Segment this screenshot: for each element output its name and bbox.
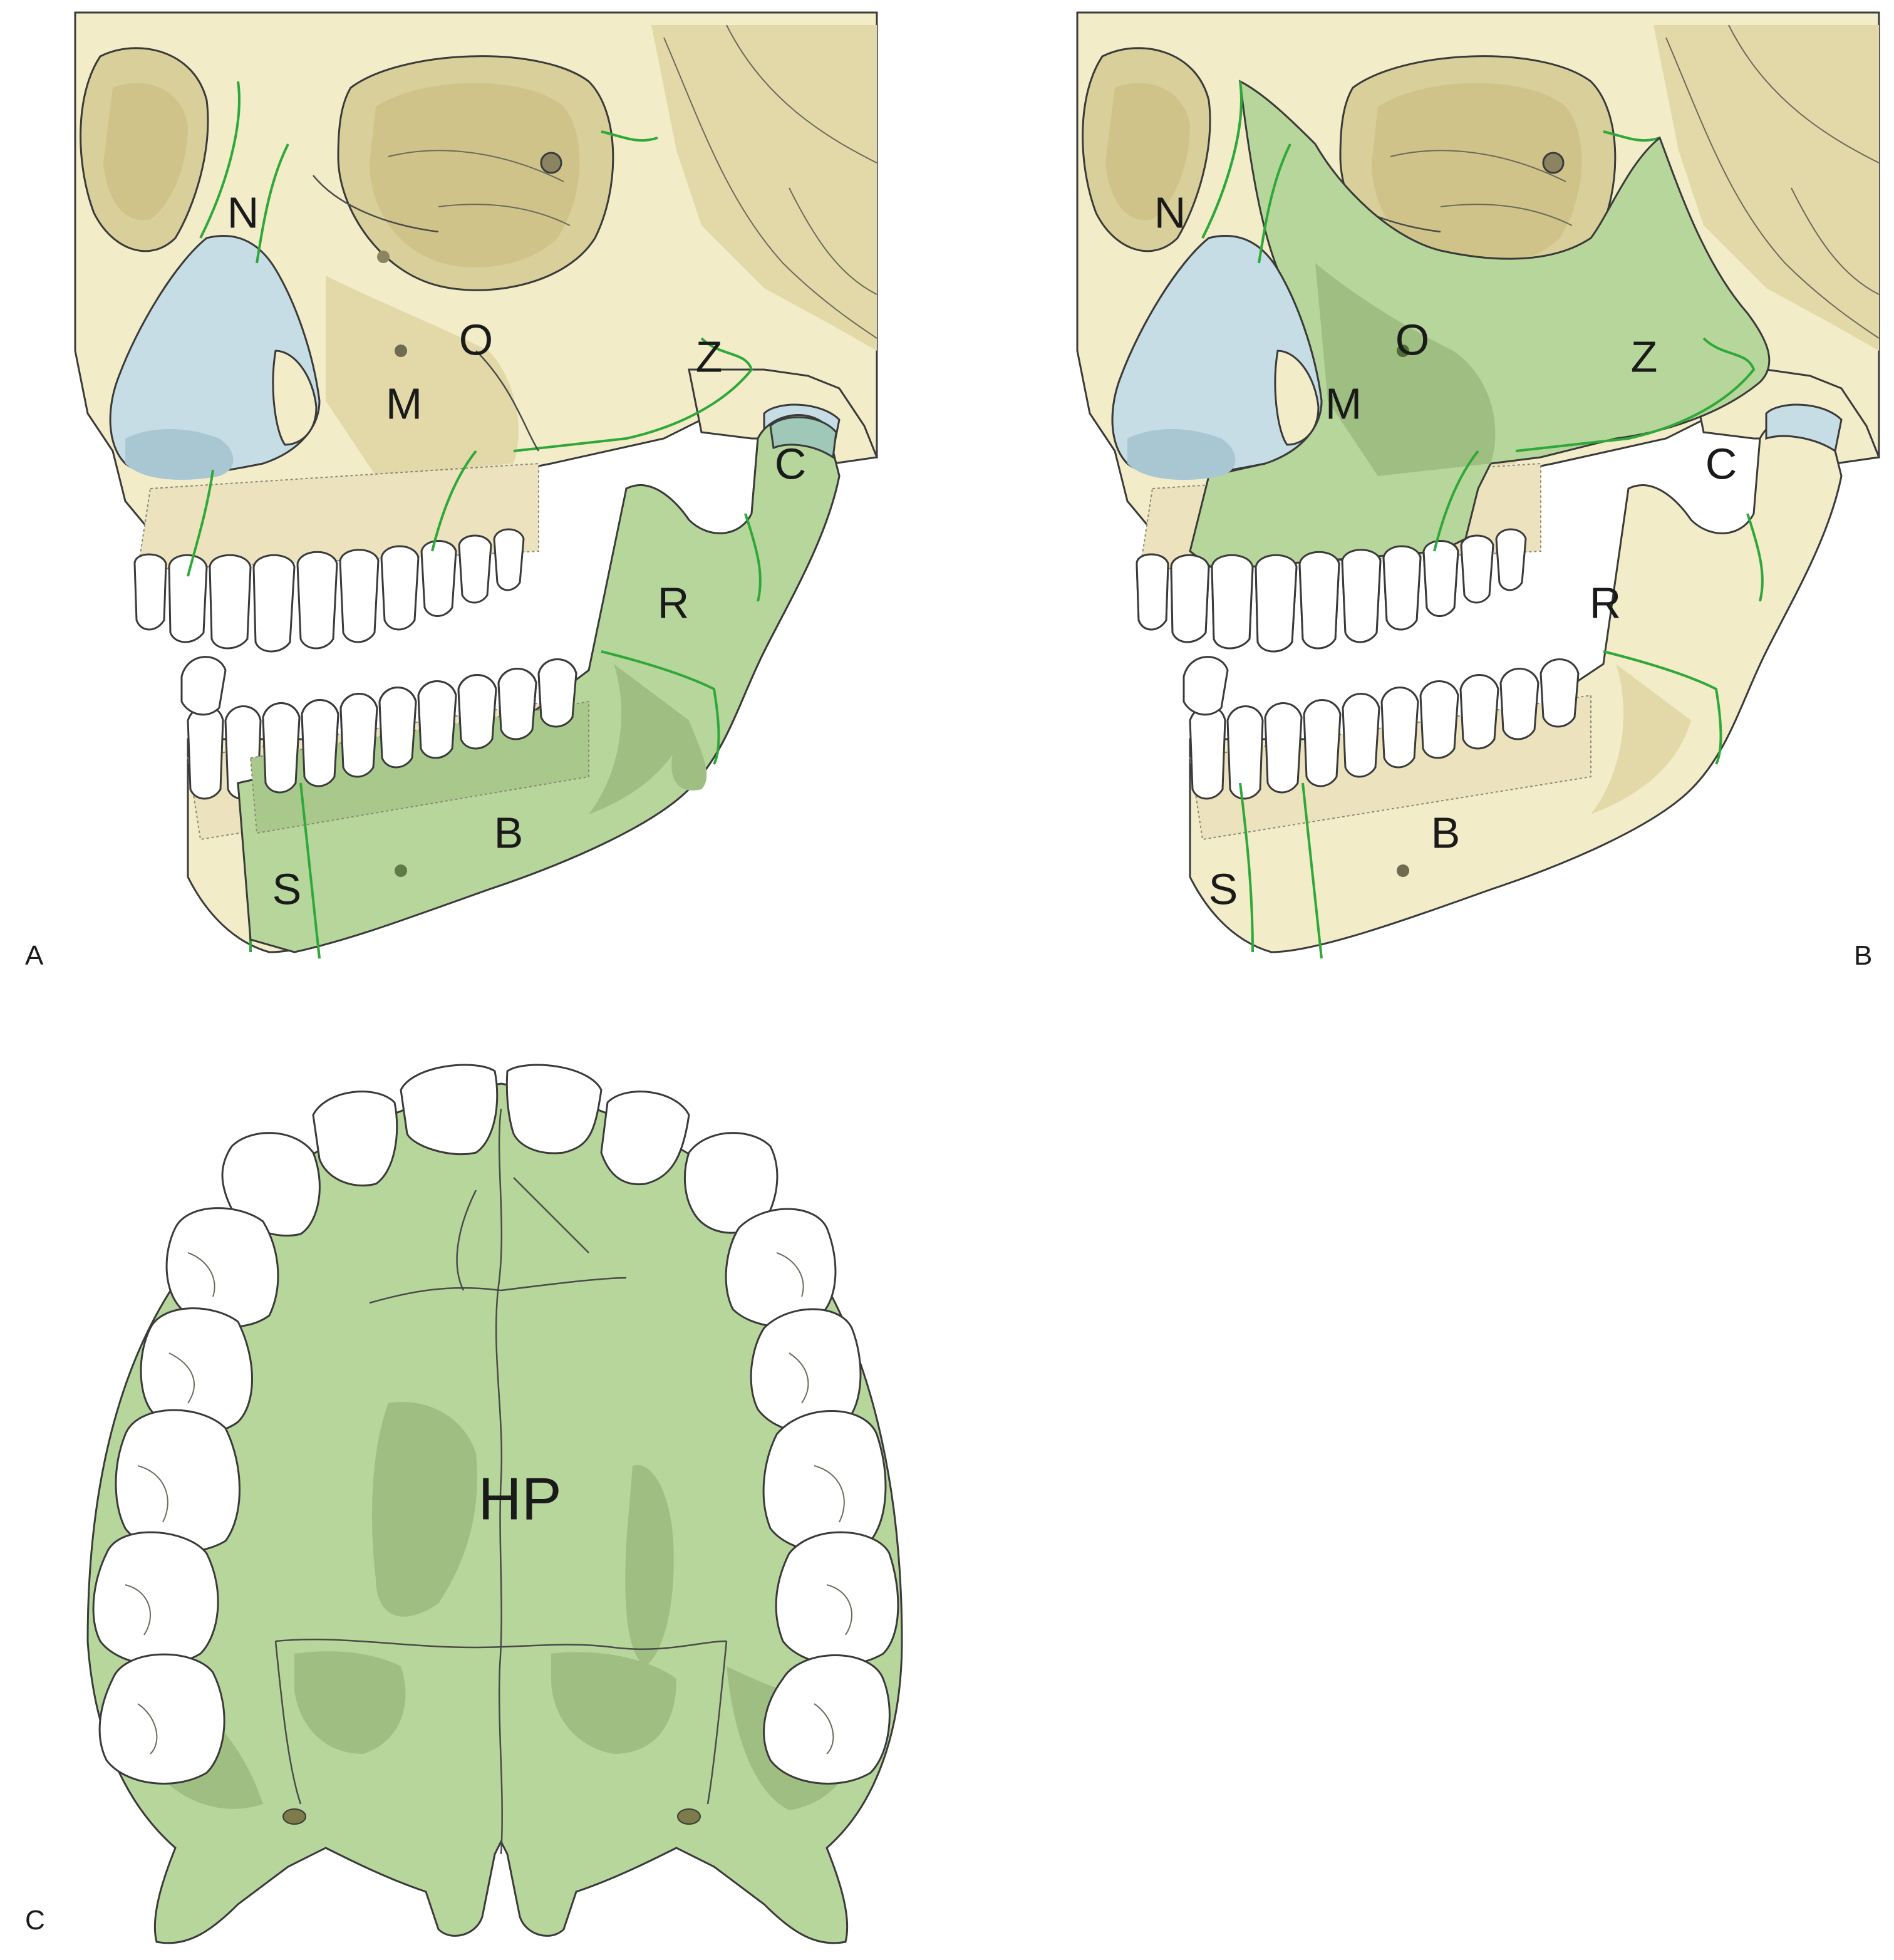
label-n: N [1154, 188, 1186, 237]
panel-b: N O Z M C R B S [1076, 11, 1880, 960]
panel-c: HP [86, 1064, 903, 1944]
label-b: B [1431, 808, 1461, 857]
panel-letter-a: A [25, 940, 44, 971]
label-hp: HP [478, 1465, 561, 1532]
label-c: C [775, 439, 807, 488]
label-z: Z [696, 332, 723, 381]
label-s: S [1209, 864, 1238, 913]
label-m: M [1325, 379, 1362, 428]
label-m: M [386, 379, 422, 428]
panel-a: N O Z M C R B S [74, 11, 878, 960]
label-n: N [227, 188, 259, 237]
mandible-highlight [237, 414, 841, 953]
right-teeth [505, 1064, 899, 1785]
label-o: O [459, 315, 493, 364]
left-teeth [92, 1064, 499, 1785]
label-o: O [1395, 315, 1429, 364]
label-b: B [494, 808, 524, 857]
label-s: S [272, 864, 302, 913]
label-z: Z [1631, 332, 1658, 381]
label-c: C [1705, 439, 1737, 488]
label-r: R [658, 578, 690, 627]
panel-letter-b: B [1854, 940, 1872, 971]
label-r: R [1590, 578, 1622, 627]
panel-letter-c: C [25, 1905, 45, 1936]
